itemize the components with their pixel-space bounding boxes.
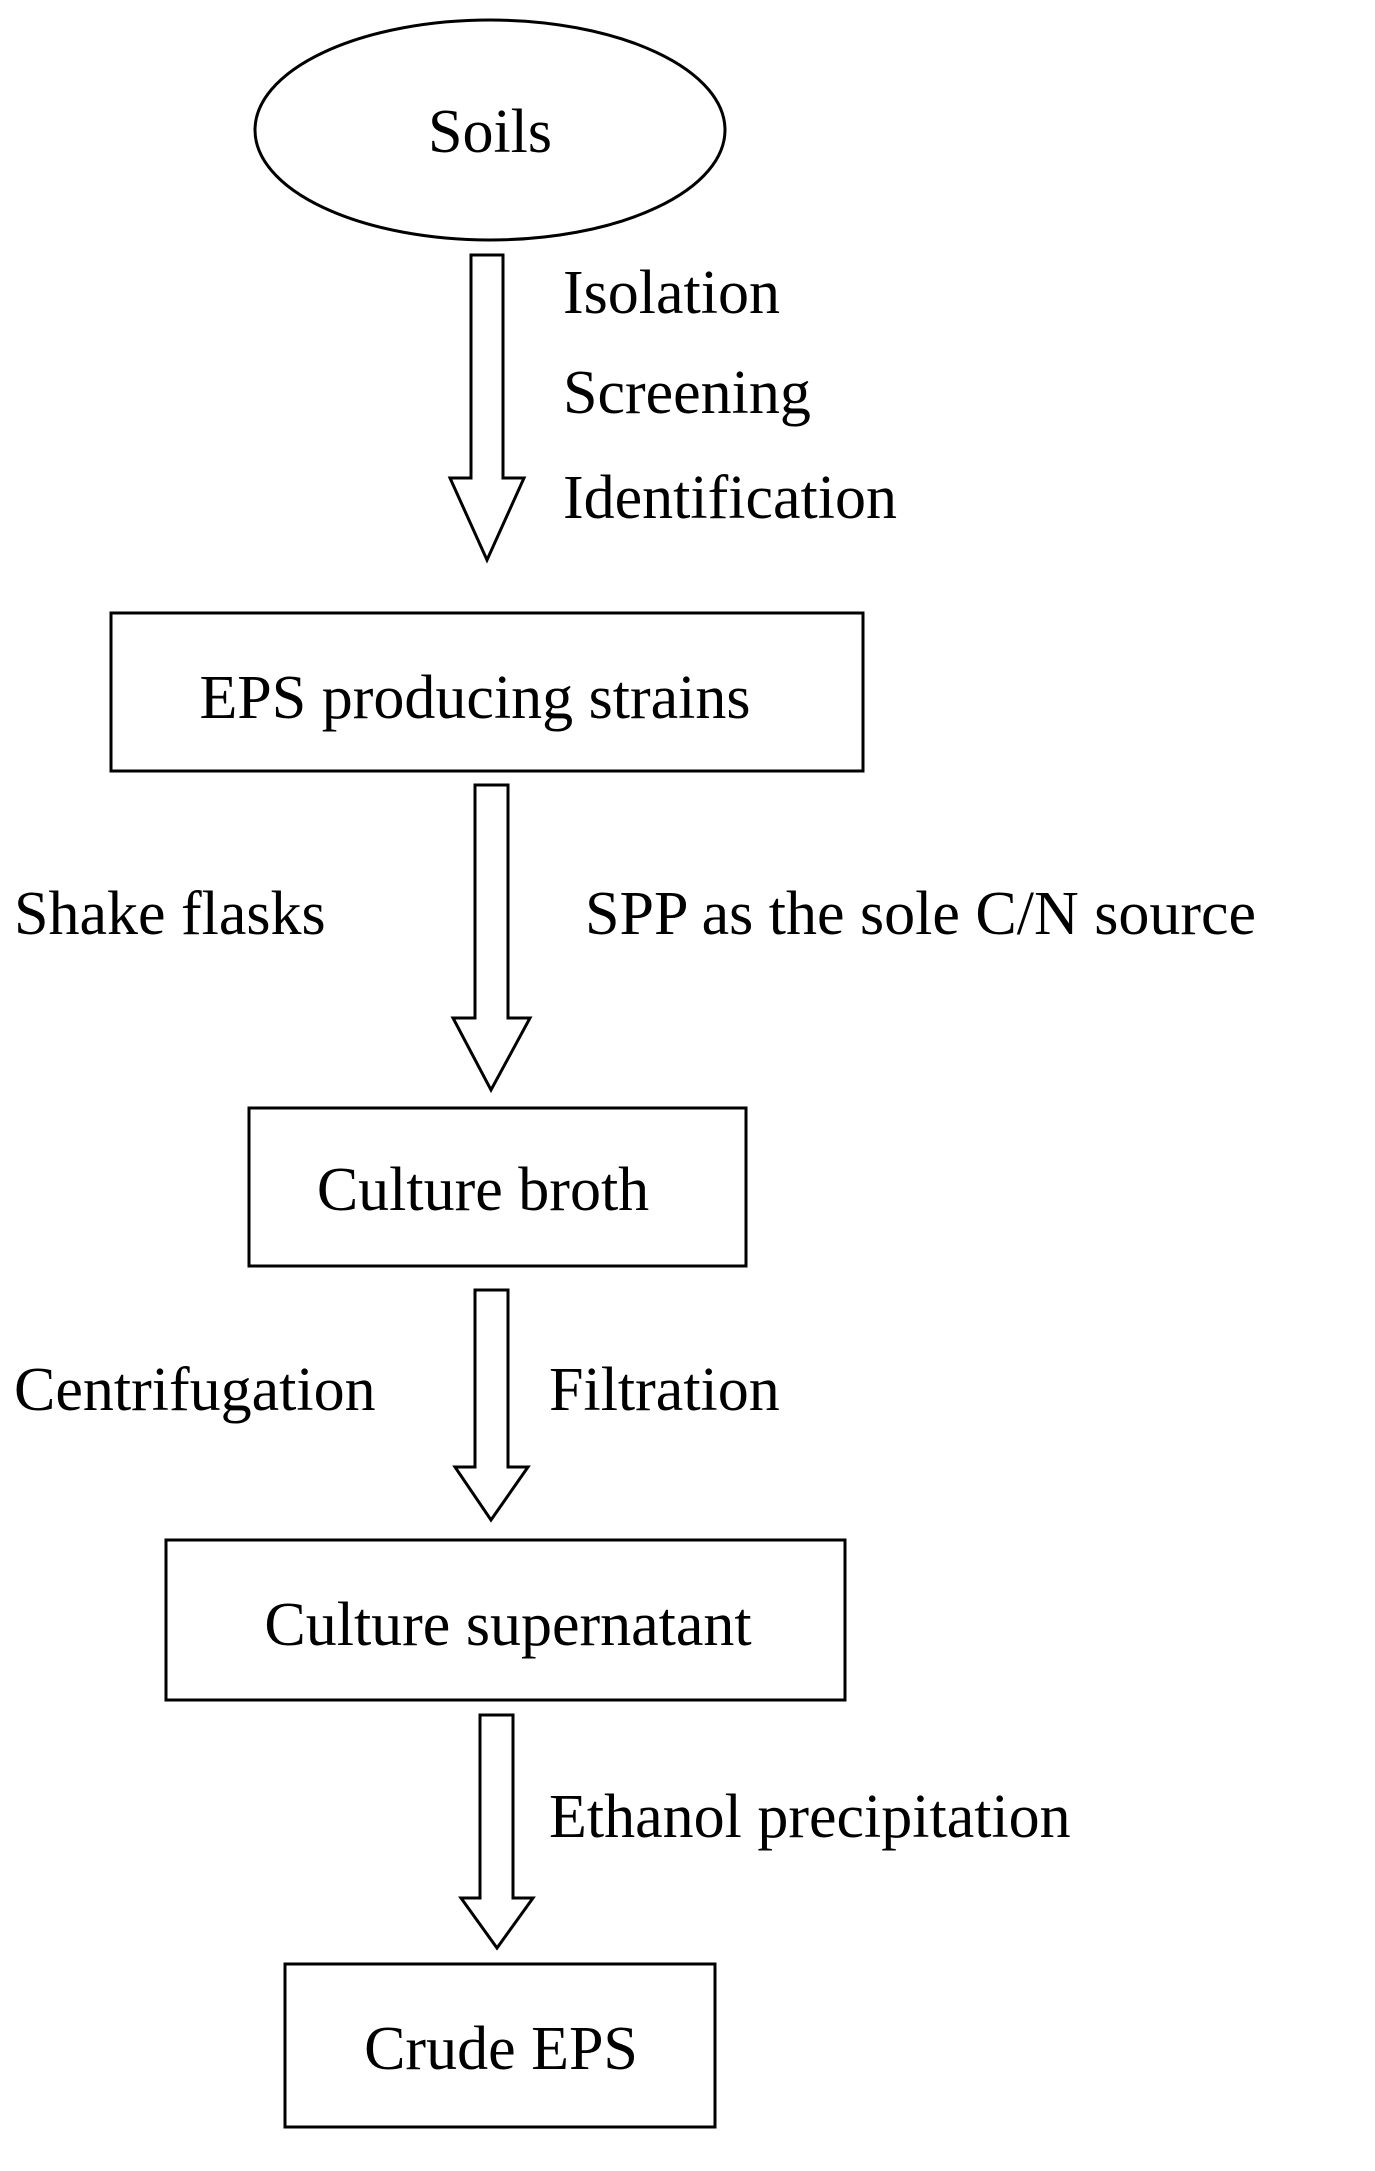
arrow-supernatant-to-crude-eps	[458, 1713, 536, 1951]
step-shake-flasks: Shake flasks	[14, 880, 326, 948]
crude-eps-box	[283, 1962, 717, 2129]
culture-broth-box	[247, 1106, 748, 1268]
eps-strains-box	[109, 611, 865, 773]
step-centrifugation: Centrifugation	[14, 1356, 376, 1424]
node-soils: Soils	[253, 18, 727, 242]
soils-ellipse	[253, 18, 727, 242]
soils-label: Soils	[428, 98, 552, 166]
culture-broth-label: Culture broth	[317, 1156, 649, 1224]
step-spp-sole-cn-source: SPP as the sole C/N source	[585, 880, 1256, 948]
step-filtration: Filtration	[549, 1356, 780, 1424]
step-screening: Screening	[563, 359, 811, 427]
step-isolation: Isolation	[563, 259, 780, 327]
arrow-broth-to-supernatant	[452, 1288, 531, 1523]
step-ethanol-precipitation: Ethanol precipitation	[549, 1783, 1071, 1851]
arrow-soils-to-strains	[447, 253, 527, 564]
node-culture-supernatant: Culture supernatant	[164, 1538, 847, 1702]
node-crude-eps: Crude EPS	[283, 1962, 717, 2129]
culture-supernatant-box	[164, 1538, 847, 1702]
culture-supernatant-label: Culture supernatant	[264, 1591, 751, 1659]
node-eps-producing-strains: EPS producing strains	[109, 611, 865, 773]
node-culture-broth: Culture broth	[247, 1106, 748, 1268]
eps-strains-label: EPS producing strains	[199, 664, 750, 732]
arrow-strains-to-broth	[450, 783, 533, 1094]
crude-eps-label: Crude EPS	[364, 2015, 638, 2083]
step-identification: Identification	[563, 464, 897, 532]
